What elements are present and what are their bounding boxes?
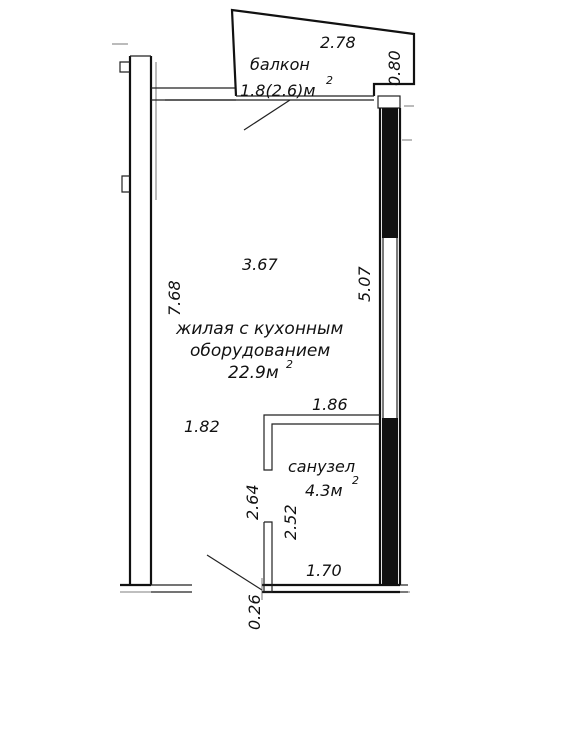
bath-height-outer-label: 2.64 — [243, 484, 262, 520]
balcony-width-label: 2.78 — [320, 33, 356, 52]
balcony-area-sup: 2 — [326, 74, 333, 87]
bath-height-inner-label: 2.52 — [281, 504, 300, 540]
right-wall — [377, 95, 414, 593]
bottom-wall — [120, 583, 408, 594]
living-length-left-label: 7.68 — [165, 280, 184, 316]
bath-bottom-width-label: 1.70 — [306, 561, 342, 580]
living-width-label: 3.67 — [242, 255, 278, 274]
living-name-line1: жилая с кухонным — [175, 319, 343, 339]
living-area: 22.9м — [228, 363, 279, 383]
window-lower — [382, 418, 398, 585]
balcony-depth-label: 0.80 — [385, 50, 404, 86]
balcony-outline — [230, 8, 416, 131]
entry-wall-label: 0.26 — [245, 594, 264, 630]
living-length-right-label: 5.07 — [355, 266, 374, 302]
bathroom-walls — [206, 414, 380, 600]
bathroom-area: 4.3м — [305, 481, 343, 500]
window-upper — [382, 108, 398, 238]
bathroom-name: санузел — [288, 457, 355, 476]
living-area-sup: 2 — [286, 358, 293, 371]
entry-door-swing — [206, 554, 263, 591]
balcony-door-swing — [243, 99, 291, 131]
living-lower-width-label: 1.82 — [184, 417, 220, 436]
balcony-area: 1.8(2.6)м — [240, 81, 315, 100]
living-name-line2: оборудованием — [190, 341, 330, 361]
bath-top-width-label: 1.86 — [312, 395, 348, 414]
top-wall — [151, 87, 236, 101]
left-wall — [112, 43, 157, 586]
bathroom-area-sup: 2 — [352, 474, 359, 487]
balcony-name: балкон — [250, 55, 310, 74]
